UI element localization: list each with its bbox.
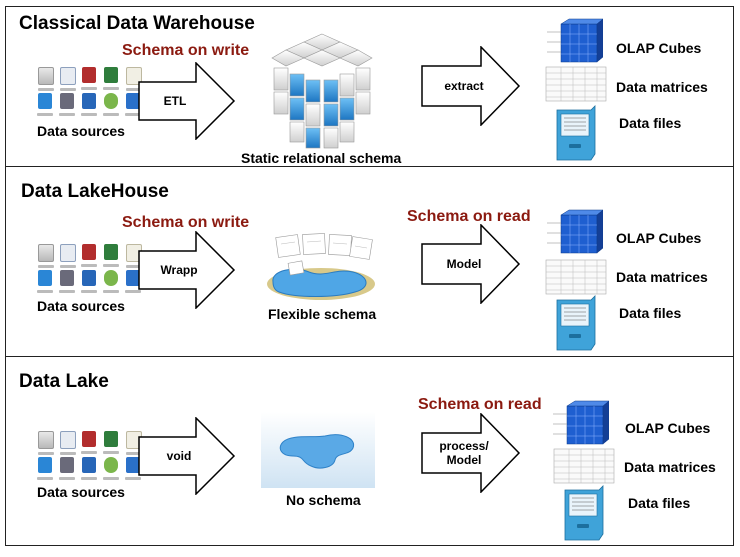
olap-cubes-label: OLAP Cubes [616, 40, 702, 56]
maps-icon [103, 457, 119, 480]
outlook-icon [81, 457, 97, 480]
data-matrix-icon [545, 259, 607, 295]
powerpoint-icon [59, 457, 75, 480]
windows-icon [37, 270, 53, 293]
data-sources-label: Data sources [37, 484, 125, 500]
maps-icon [103, 270, 119, 293]
process-label-line2: Model [446, 453, 482, 467]
data-sources-icons [37, 431, 144, 480]
outlook-icon [81, 270, 97, 293]
schema-read-label: Schema on read [418, 396, 542, 413]
excel-icon [103, 67, 119, 90]
database-icon [38, 244, 54, 268]
store-label: Flexible schema [268, 306, 377, 322]
data-matrix-icon [545, 66, 607, 102]
powerpoint-icon [59, 93, 75, 116]
windows-icon [37, 457, 53, 480]
data-sources-label: Data sources [37, 298, 125, 314]
pdf-icon [60, 244, 76, 268]
section-title: Classical Data Warehouse [19, 13, 255, 34]
data-sources-label: Data sources [37, 123, 125, 139]
etl-arrow [138, 62, 236, 140]
section-title: Data LakeHouse [21, 181, 169, 202]
diagram-frame [5, 6, 734, 546]
file-cabinet-icon [556, 295, 596, 351]
section-separator [5, 356, 734, 357]
database-icon [38, 431, 54, 455]
sap-icon [125, 93, 141, 116]
wrapp-arrow [138, 231, 236, 309]
olap-cube-icon [553, 400, 609, 445]
data-sources-icons [37, 67, 144, 116]
olap-cubes-label: OLAP Cubes [616, 230, 702, 246]
access-icon [81, 244, 97, 267]
relational-cube-icon [271, 33, 373, 149]
section-title: Data Lake [19, 371, 109, 392]
schema-read-label: Schema on read [407, 208, 531, 225]
lakehouse-icon [267, 233, 375, 300]
extract-arrow-label: extract [444, 79, 484, 93]
data-matrix-icon [553, 448, 615, 484]
void-arrow-label: void [166, 449, 192, 463]
excel-icon [103, 244, 119, 267]
document-icon [126, 67, 142, 91]
data-sources-icons [37, 244, 144, 293]
windows-icon [37, 93, 53, 116]
powerpoint-icon [59, 270, 75, 293]
process-model-arrow-label: process/ Model [434, 439, 494, 467]
model-arrow-label: Model [446, 257, 482, 271]
process-model-arrow [421, 413, 521, 493]
data-matrices-label: Data matrices [616, 269, 708, 285]
database-icon [38, 67, 54, 91]
schema-label: Schema on write [122, 42, 250, 59]
etl-arrow-label: ETL [163, 94, 187, 108]
data-files-label: Data files [619, 305, 682, 321]
access-icon [81, 67, 97, 90]
pdf-icon [60, 67, 76, 91]
lake-icon [261, 412, 375, 488]
data-matrices-label: Data matrices [624, 459, 716, 475]
extract-arrow [421, 46, 521, 126]
olap-cube-icon [547, 18, 603, 63]
wrapp-arrow-label: Wrapp [160, 263, 198, 277]
excel-icon [103, 431, 119, 454]
sap-icon [125, 270, 141, 293]
data-matrices-label: Data matrices [616, 79, 708, 95]
data-files-label: Data files [619, 115, 682, 131]
maps-icon [103, 93, 119, 116]
olap-cube-icon [547, 209, 603, 254]
void-arrow [138, 417, 236, 495]
section-separator [5, 166, 734, 167]
store-label: No schema [286, 492, 361, 508]
data-files-label: Data files [628, 495, 691, 511]
store-label: Static relational schema [241, 150, 402, 166]
access-icon [81, 431, 97, 454]
schema-label: Schema on write [122, 214, 250, 231]
process-label-line1: process/ [439, 439, 489, 453]
sap-icon [125, 457, 141, 480]
olap-cubes-label: OLAP Cubes [625, 420, 711, 436]
pdf-icon [60, 431, 76, 455]
file-cabinet-icon [564, 485, 604, 541]
file-cabinet-icon [556, 105, 596, 161]
outlook-icon [81, 93, 97, 116]
model-arrow [421, 224, 521, 304]
